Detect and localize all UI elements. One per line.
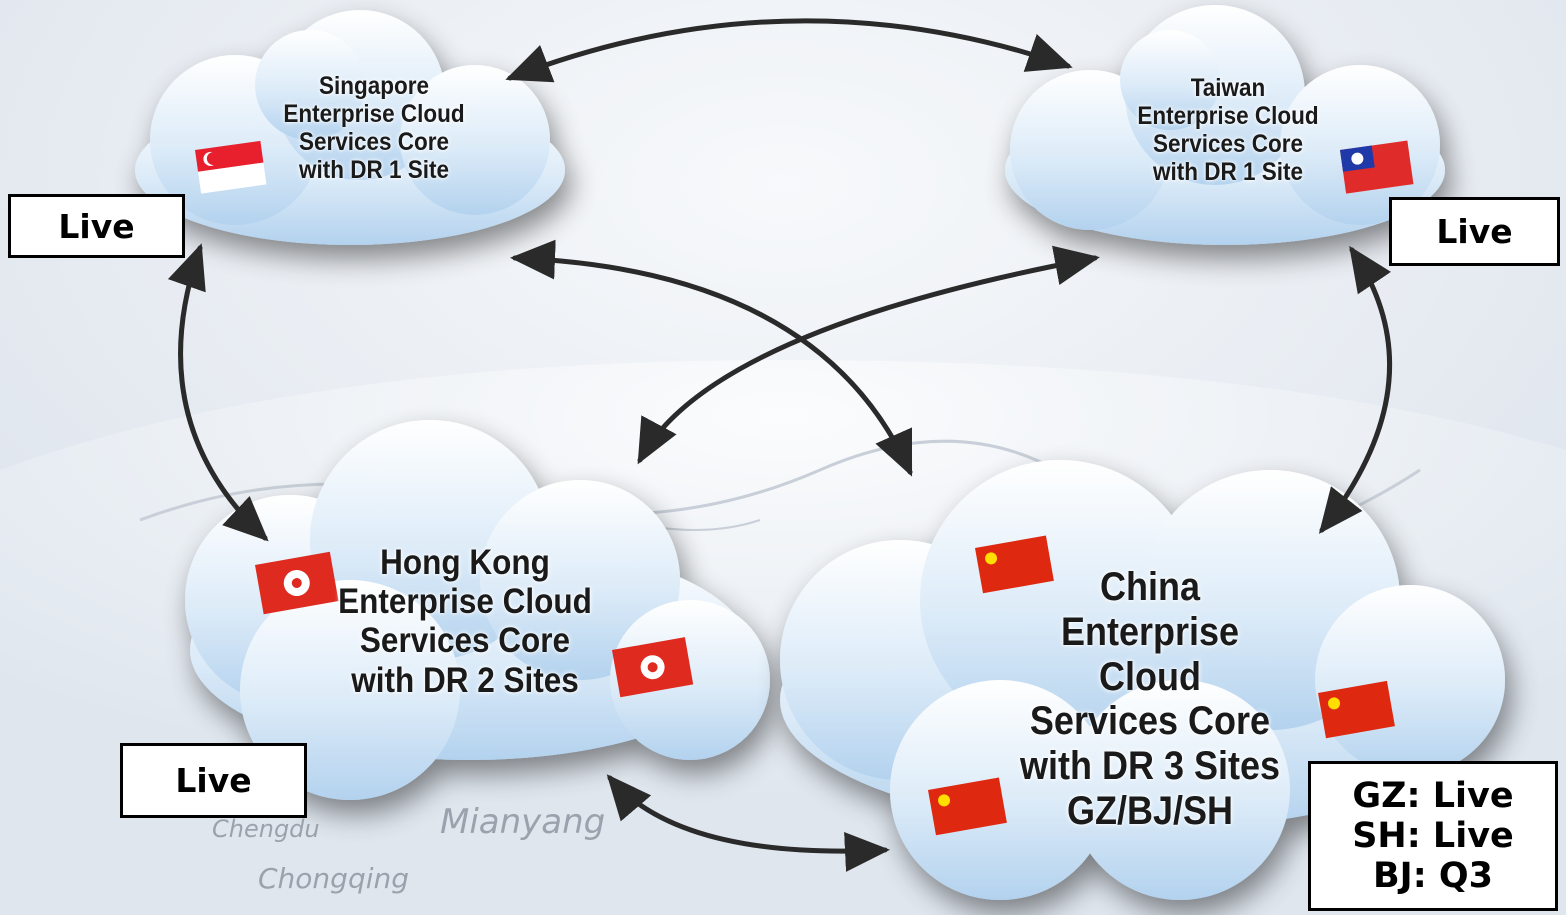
arrow-hong-kong-china [606,774,890,872]
node-line: Services Core [359,621,571,661]
singapore-node-label: Singapore Enterprise Cloud Services Core… [275,72,473,184]
node-line: Singapore [318,72,430,100]
node-line: Hong Kong [380,543,550,582]
node-line: Taiwan [1190,74,1266,102]
taiwan-status-badge: Live [1389,197,1560,266]
china-node-label: China Enterprise Cloud Services Core wit… [1011,565,1290,834]
singapore-status-badge: Live [8,194,185,258]
arrow-singapore-hong-kong [167,243,269,542]
china-flag [928,777,1007,836]
china-status-badge: GZ: Live SH: Live BJ: Q3 [1308,761,1558,911]
node-line: Enterprise Cloud [1137,102,1319,130]
status-line: SH: Live [1352,815,1514,856]
hong-kong-flag [255,551,339,615]
map-label-chengdu: Chengdu [212,815,320,843]
node-line: GZ/BJ/SH [1066,788,1234,833]
status-line: GZ: Live [1352,775,1514,816]
hong-kong-status-badge: Live [120,743,307,818]
node-line: China [1099,565,1201,609]
node-line: Enterprise Cloud [338,582,592,622]
singapore-cloud [135,10,565,245]
node-line: Services Core [1152,130,1304,158]
map-label-chongqing: Chongqing [258,862,410,895]
node-line: with DR 3 Sites [1019,744,1281,789]
node-line: with DR 2 Sites [351,660,579,700]
node-line: Services Core [1029,699,1271,744]
status-line: Live [1436,212,1513,251]
taiwan-node-label: Taiwan Enterprise Cloud Services Core wi… [1127,74,1329,186]
taiwan-flag [1340,140,1414,194]
node-line: Services Core [298,128,450,156]
china-flag [975,535,1054,594]
singapore-flag [195,140,267,194]
china-flag [1318,680,1395,739]
hong-kong-flag [612,637,694,698]
map-label-mianyang: Mianyang [440,802,606,842]
hong-kong-node-label: Hong Kong Enterprise Cloud Services Core… [335,543,596,700]
arrow-taiwan-china [1318,245,1393,534]
arrow-taiwan-hong-kong [637,245,1100,465]
status-line: Live [175,761,252,800]
arrow-singapore-taiwan [505,18,1073,83]
node-line: Enterprise Cloud [283,100,465,128]
node-line: with DR 1 Site [1152,158,1304,186]
node-line: with DR 1 Site [298,156,450,184]
status-line: Live [58,206,135,246]
node-line: Enterprise Cloud [1060,609,1240,699]
status-line: BJ: Q3 [1373,856,1493,897]
